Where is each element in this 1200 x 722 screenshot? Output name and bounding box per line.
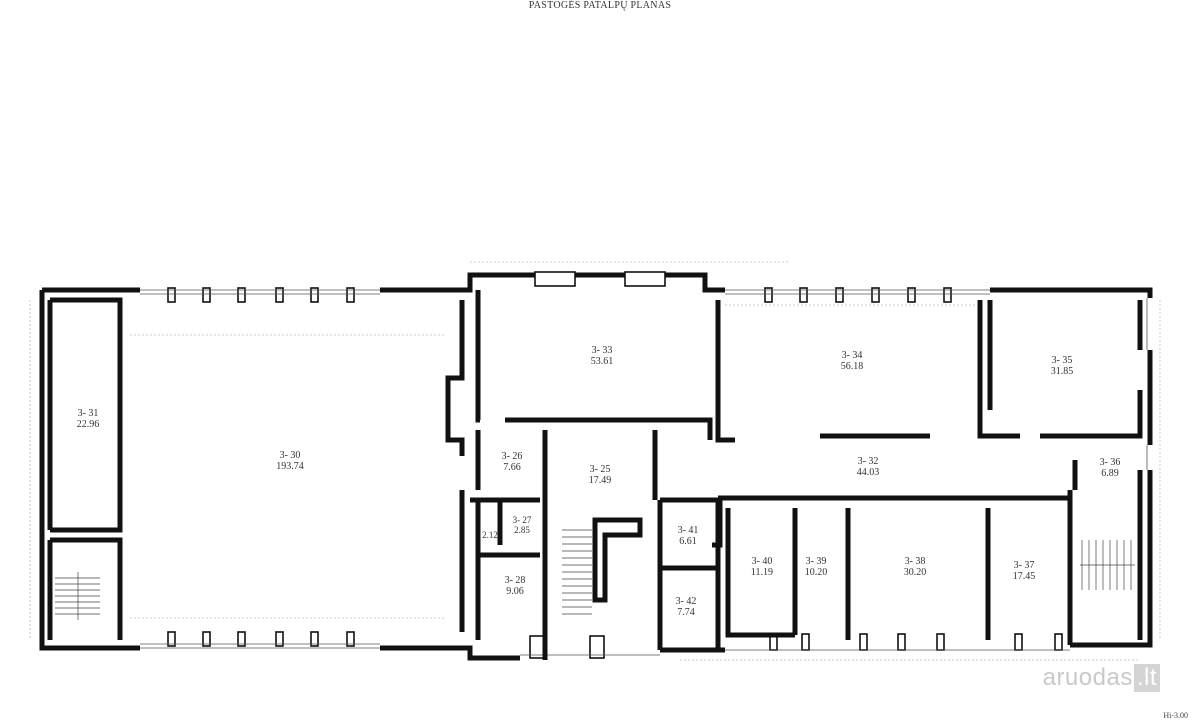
watermark-brand: aruodas [1042, 664, 1133, 691]
glazing-lines [140, 289, 1148, 656]
watermark-tld: .lt [1133, 664, 1160, 692]
stairs-middle [562, 529, 592, 615]
interior-walls [47, 290, 1143, 660]
plan-title: PASTOGĖS PATALPŲ PLANAS [528, 0, 672, 11]
stairs-right [1080, 540, 1135, 590]
height-note: Hi-3.00 [1163, 711, 1188, 720]
stairs-left [55, 572, 100, 620]
dimension-lines [29, 261, 1161, 661]
bottom-windows [167, 631, 1063, 659]
aruodas-watermark-logo: aruodas.lt [1043, 664, 1160, 692]
room-label-2-12: 2.12 [482, 530, 498, 540]
top-windows [167, 271, 952, 303]
outer-walls [39, 272, 1153, 661]
